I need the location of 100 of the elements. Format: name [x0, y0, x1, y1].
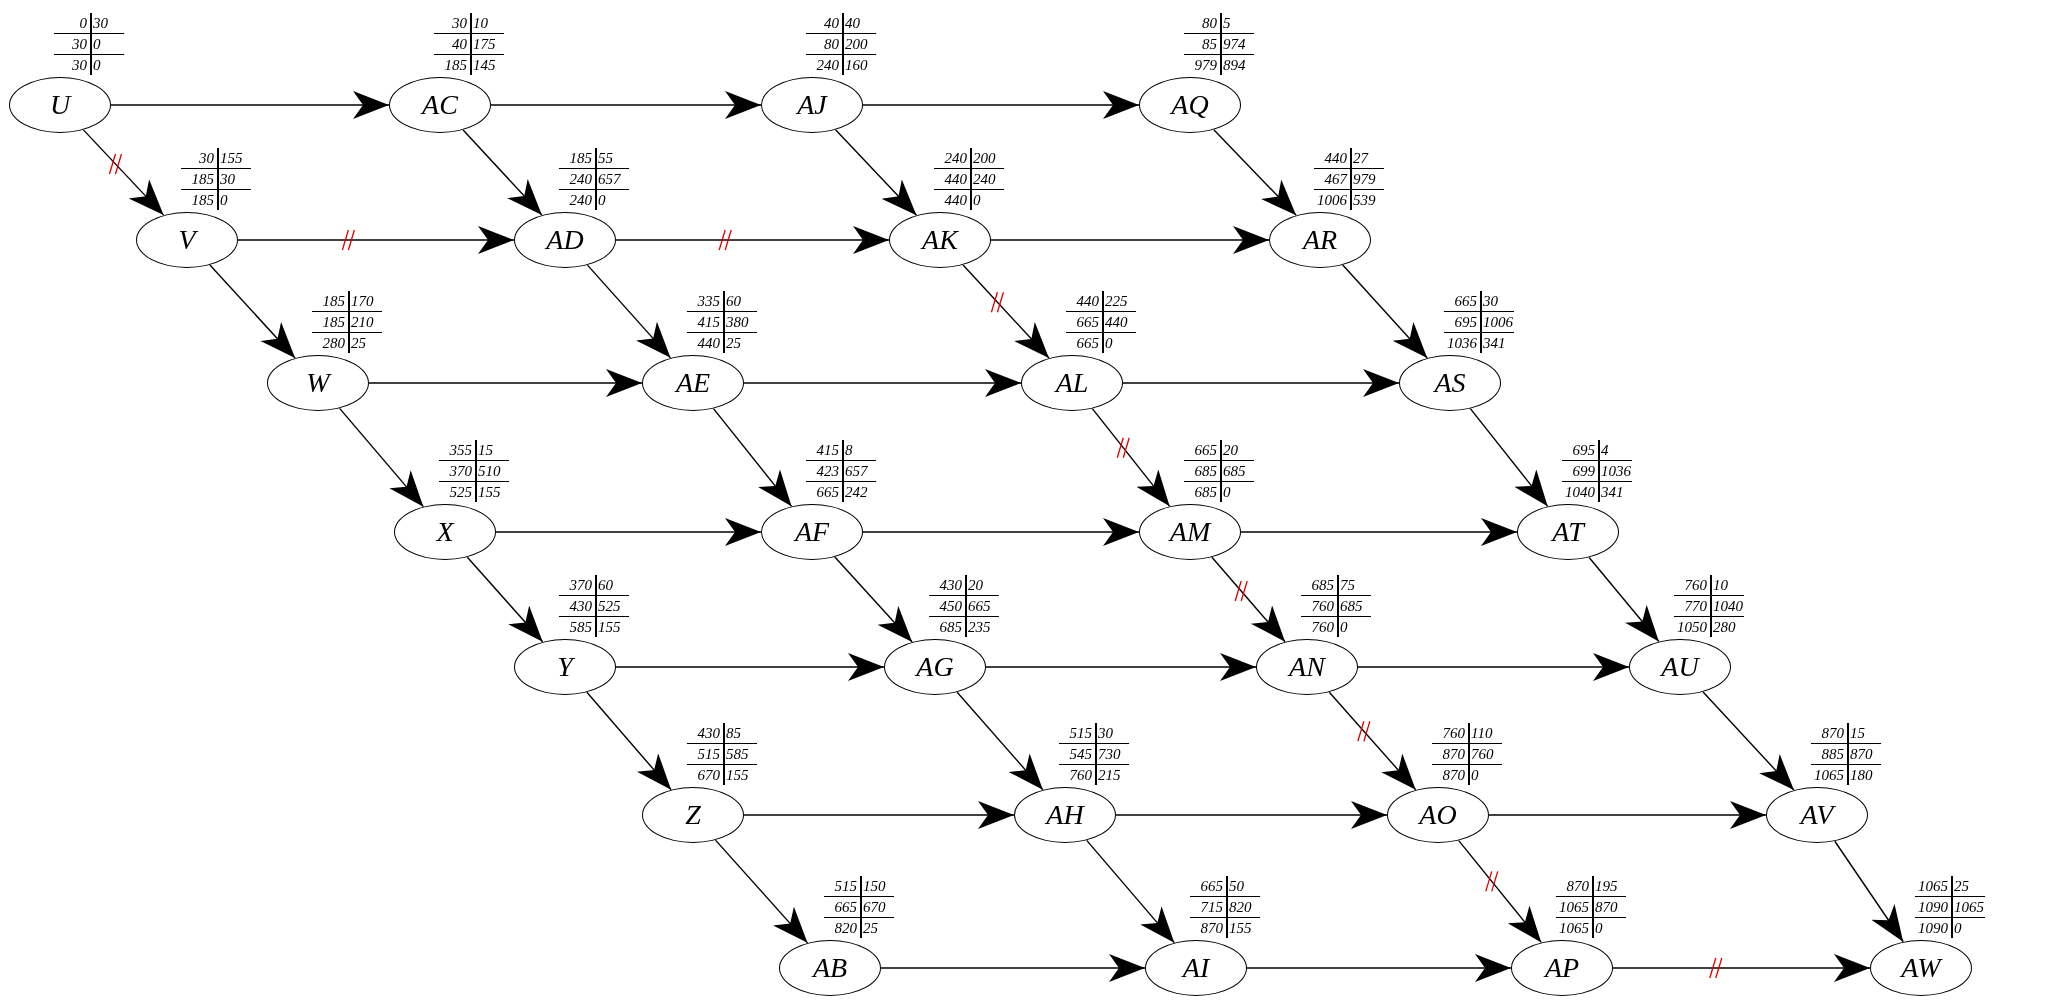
node-label: AD [546, 224, 584, 256]
time-value: 870 [1199, 920, 1224, 936]
time-value: 40 [823, 15, 840, 31]
time-value: 380 [725, 314, 750, 330]
node-label: AC [422, 89, 458, 121]
time-value: 30 [71, 36, 88, 52]
arrow [1211, 556, 1286, 643]
time-value: 1065 [1558, 899, 1590, 915]
time-value: 760 [1310, 598, 1335, 614]
time-value: 215 [1097, 767, 1122, 783]
node-label: AL [1055, 367, 1089, 399]
time-value: 1090 [1917, 899, 1949, 915]
arrow [862, 91, 1140, 119]
arrow [490, 91, 762, 119]
node-label: AG [916, 651, 954, 683]
node-label: AR [1302, 224, 1338, 256]
time-value: 200 [844, 36, 869, 52]
time-value: 0 [92, 36, 102, 52]
arrow [712, 407, 793, 508]
time-value: 30 [451, 15, 468, 31]
time-value: 715 [1199, 899, 1224, 915]
time-value: 450 [938, 598, 963, 614]
time-value: 0 [78, 15, 88, 31]
time-value: 515 [696, 746, 721, 762]
arrow [1115, 801, 1388, 829]
node-label: AH [1046, 799, 1084, 831]
time-value: 760 [1441, 725, 1466, 741]
time-value: 240 [815, 57, 840, 73]
time-value: 760 [1068, 767, 1093, 783]
node-label: AE [675, 367, 711, 399]
arrow [1588, 556, 1660, 643]
time-value: 525 [448, 484, 473, 500]
arrow [834, 129, 918, 216]
time-value: 30 [1482, 293, 1499, 309]
arrow [1246, 954, 1512, 982]
time-value: 685 [1310, 577, 1335, 593]
time-value: 467 [1323, 171, 1349, 187]
time-value: 25 [1953, 878, 1970, 894]
time-value: 665 [1453, 293, 1478, 309]
arrow [1469, 408, 1549, 507]
node-label: AP [1544, 952, 1580, 984]
arrow [1488, 801, 1767, 829]
time-value: 155 [725, 767, 750, 783]
time-value: 155 [1228, 920, 1253, 936]
node-label: X [436, 516, 454, 548]
time-value: 665 [967, 598, 992, 614]
node-label: AO [1419, 799, 1457, 831]
time-value: 974 [1222, 36, 1247, 52]
node-label: AJ [797, 89, 827, 121]
time-value: 870 [1594, 899, 1619, 915]
time-value: 440 [1323, 150, 1348, 166]
arrow [615, 226, 890, 254]
time-value: 699 [1571, 463, 1596, 479]
time-value: 150 [862, 878, 887, 894]
arrow [1091, 408, 1171, 507]
arrow [1240, 518, 1518, 546]
time-value: 8 [844, 442, 854, 458]
arrow [495, 518, 762, 546]
time-value: 0 [1594, 920, 1604, 936]
time-value: 423 [815, 463, 840, 479]
time-value: 15 [477, 442, 494, 458]
time-value: 210 [350, 314, 375, 330]
time-value: 1040 [1564, 484, 1596, 500]
node-label: AI [1182, 952, 1210, 984]
time-value: 0 [972, 192, 982, 208]
time-value: 685 [1339, 598, 1364, 614]
time-value: 1006 [1482, 314, 1514, 330]
time-value: 30 [1097, 725, 1114, 741]
time-value: 430 [938, 577, 963, 593]
time-value: 0 [1470, 767, 1480, 783]
arrow [962, 264, 1050, 359]
time-value: 30 [219, 171, 236, 187]
time-value: 0 [1953, 920, 1963, 936]
time-value: 160 [844, 57, 869, 73]
time-value: 685 [938, 619, 963, 635]
time-value: 1036 [1600, 463, 1632, 479]
arrow [1702, 691, 1795, 791]
node-label: AK [922, 224, 958, 256]
node-label: U [49, 89, 71, 121]
time-value: 585 [725, 746, 750, 762]
time-value: 760 [1310, 619, 1335, 635]
node-label: AS [1434, 367, 1466, 399]
time-value: 430 [696, 725, 721, 741]
time-value: 200 [972, 150, 997, 166]
time-value: 25 [350, 335, 367, 351]
time-value: 870 [1441, 767, 1466, 783]
time-value: 1065 [1558, 920, 1590, 936]
time-value: 1065 [1953, 899, 1985, 915]
time-value: 155 [477, 484, 502, 500]
time-value: 670 [696, 767, 721, 783]
time-value: 979 [1352, 171, 1377, 187]
time-value: 20 [1222, 442, 1239, 458]
time-value: 665 [1199, 878, 1224, 894]
time-value: 870 [1820, 725, 1845, 741]
arrow [1086, 839, 1175, 944]
arrow [586, 691, 672, 791]
time-value: 85 [725, 725, 742, 741]
arrow [338, 407, 425, 508]
time-value: 0 [597, 192, 607, 208]
arrow [985, 653, 1257, 681]
